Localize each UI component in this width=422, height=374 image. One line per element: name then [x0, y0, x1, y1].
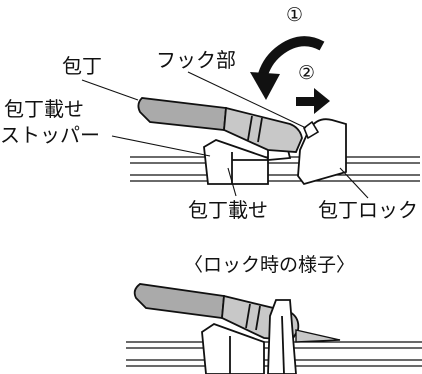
- leader-lines-top: [81, 71, 369, 199]
- bottom-figure: [126, 283, 422, 374]
- hook-detail: [303, 120, 320, 140]
- knife-rest-block-bottom: [201, 322, 265, 374]
- knife-handle: [137, 97, 227, 131]
- rail-lines: [130, 156, 420, 182]
- label-knife-rest-stopper-line1: 包丁載せ: [4, 97, 84, 121]
- label-knife-rest-stopper-line2: ストッパー: [0, 123, 100, 147]
- knife-top: [137, 97, 303, 153]
- caption-locked-state: 〈ロック時の様子〉: [184, 254, 356, 276]
- knife-handle-bottom: [133, 283, 225, 320]
- curved-arrow-left-icon: [250, 36, 325, 100]
- label-hook: フック部: [156, 48, 236, 72]
- label-knife-lock: 包丁ロック: [318, 198, 418, 222]
- knife-lock-part-bottom: [267, 299, 297, 374]
- label-knife: 包丁: [62, 54, 102, 78]
- knife-blade: [223, 106, 303, 153]
- blade-tip-bottom: [295, 329, 341, 343]
- knife-rest-block: [203, 139, 269, 185]
- step-1-marker: ①: [286, 4, 304, 26]
- arrow-right-icon: [296, 88, 330, 114]
- top-figure: [81, 36, 420, 199]
- step-2-marker: ②: [298, 62, 316, 84]
- label-knife-rest: 包丁載せ: [188, 198, 268, 222]
